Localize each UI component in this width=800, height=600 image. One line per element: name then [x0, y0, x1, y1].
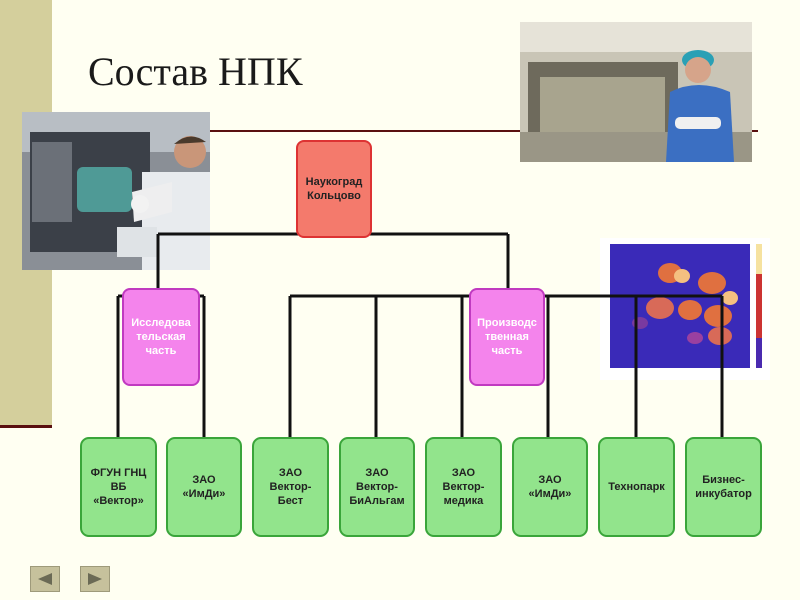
triangle-left-icon	[38, 573, 52, 585]
side-band-rule	[0, 425, 52, 428]
node-leaf-vector-medica: ЗАО Вектор- медика	[425, 437, 502, 537]
title-rule	[190, 130, 758, 132]
next-slide-button[interactable]	[80, 566, 110, 592]
node-leaf-vector-center: ФГУН ГНЦ ВБ «Вектор»	[80, 437, 157, 537]
lab-photo-left	[22, 112, 210, 270]
node-leaf-imdi-production: ЗАО «ИмДи»	[512, 437, 588, 537]
node-leaf-imdi-research: ЗАО «ИмДи»	[166, 437, 242, 537]
slide-title: Состав НПК	[88, 49, 303, 94]
triangle-right-icon	[88, 573, 102, 585]
node-leaf-business-incubator: Бизнес- инкубатор	[685, 437, 762, 537]
node-branch-research: Исследова тельская часть	[122, 288, 200, 386]
node-leaf-vector-bialgam: ЗАО Вектор- БиАльгам	[339, 437, 415, 537]
lab-photo-right	[520, 22, 752, 162]
node-root: Наукоград Кольцово	[296, 140, 372, 238]
node-leaf-technopark: Технопарк	[598, 437, 675, 537]
heatmap-image	[600, 238, 770, 380]
node-leaf-vector-best: ЗАО Вектор- Бест	[252, 437, 329, 537]
prev-slide-button[interactable]	[30, 566, 60, 592]
node-branch-production: Производс твенная часть	[469, 288, 545, 386]
